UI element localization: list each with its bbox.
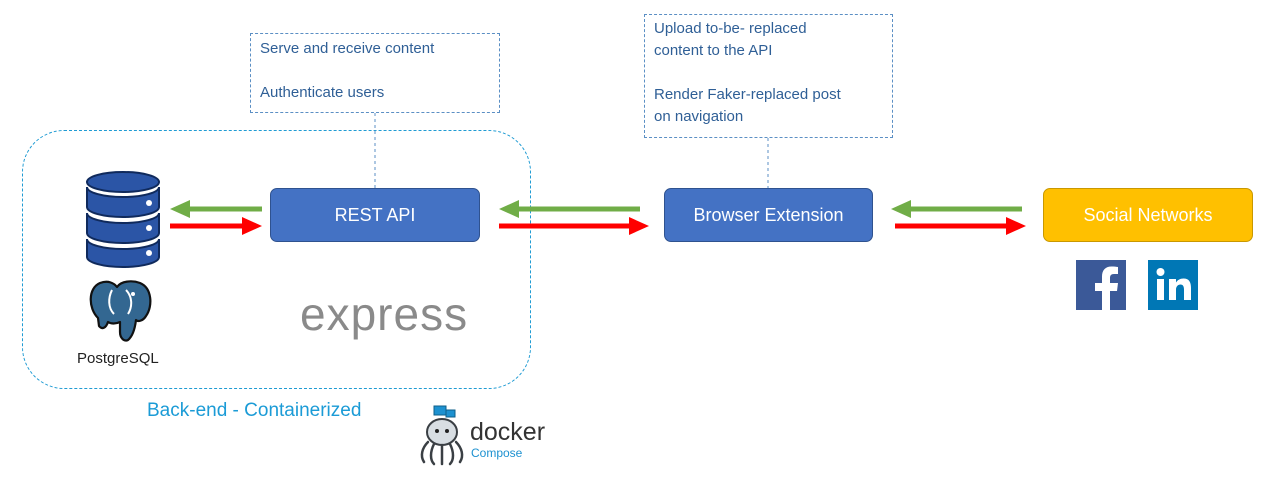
facebook-icon[interactable] — [1076, 260, 1126, 310]
docker-compose-octopus-icon — [420, 405, 464, 466]
express-label: express — [300, 288, 469, 340]
rest-api-note-line2: Authenticate users — [260, 84, 385, 101]
rest-api-note-line1: Serve and receive content — [260, 40, 435, 57]
extension-note: Upload to-be- replaced content to the AP… — [644, 14, 893, 138]
backend-caption: Back-end - Containerized — [147, 400, 361, 422]
extension-note-line1b: content to the API — [654, 42, 773, 59]
extension-note-line2b: on navigation — [654, 108, 744, 125]
docker-compose-text: Compose — [471, 446, 522, 460]
arrow-green-to-extension — [891, 200, 1022, 218]
express-logo: express — [300, 287, 468, 341]
docker-label: docker — [470, 418, 546, 446]
arrow-green-to-rest-api — [499, 200, 640, 218]
backend-container-outline — [22, 130, 531, 389]
extension-note-line1a: Upload to-be- replaced — [654, 20, 807, 37]
social-networks-label: Social Networks — [1083, 204, 1213, 225]
database-icon — [86, 171, 160, 268]
docker-logo-text: docker — [470, 418, 545, 447]
linkedin-icon[interactable] — [1148, 260, 1198, 310]
backend-caption-text: Back-end - Containerized — [147, 400, 362, 421]
rest-api-label: REST API — [334, 204, 416, 225]
browser-extension-node[interactable]: Browser Extension — [664, 188, 873, 242]
postgresql-label: PostgreSQL — [77, 350, 159, 367]
arrow-red-to-rest-api — [170, 217, 262, 235]
docker-compose-label: Compose — [471, 446, 523, 460]
postgresql-elephant-icon — [89, 280, 152, 342]
arrow-red-to-extension — [499, 217, 649, 235]
rest-api-node[interactable]: REST API — [270, 188, 480, 242]
arrow-red-to-social — [895, 217, 1026, 235]
extension-note-line2a: Render Faker-replaced post — [654, 86, 841, 103]
postgresql-logo-text: PostgreSQL — [77, 350, 159, 367]
arrow-green-to-database — [170, 200, 262, 218]
social-networks-node[interactable]: Social Networks — [1043, 188, 1253, 242]
rest-api-note: Serve and receive content Authenticate u… — [250, 33, 500, 113]
browser-extension-label: Browser Extension — [693, 204, 844, 225]
